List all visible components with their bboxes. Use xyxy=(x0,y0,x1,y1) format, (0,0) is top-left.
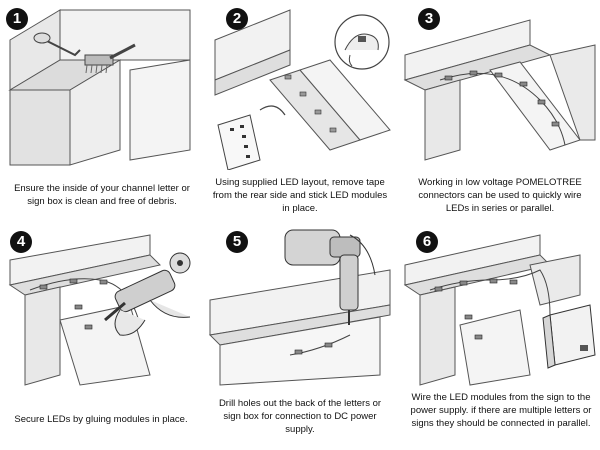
step-3-number: 3 xyxy=(418,8,440,30)
step-5-number: 5 xyxy=(226,231,248,253)
step-4-panel: 4 Secure LEDs by gluing modules in place… xyxy=(0,225,200,450)
step-5-caption: Drill holes out the back of the letters … xyxy=(218,398,382,435)
brush-icon xyxy=(84,43,136,74)
step-5-panel: 5 Drill holes out the back of the letter… xyxy=(200,225,400,450)
glue-gun-icon xyxy=(104,252,191,336)
step-1-caption: Ensure the inside of your channel letter… xyxy=(14,183,190,207)
step-2-illustration xyxy=(214,9,391,170)
step-6-caption: Wire the LED modules from the sign to th… xyxy=(410,392,592,429)
step-4-number: 4 xyxy=(10,231,32,253)
step-2-number: 2 xyxy=(226,8,248,30)
step-6-illustration xyxy=(403,234,596,386)
step-3-illustration xyxy=(403,19,596,161)
step-2-caption: Using supplied LED layout, remove tape f… xyxy=(212,177,388,214)
drill-icon xyxy=(284,229,376,325)
hand-peeling-inset-icon xyxy=(334,14,390,70)
step-4-caption: Secure LEDs by gluing modules in place. xyxy=(14,414,188,425)
power-supply-icon xyxy=(542,304,596,369)
led-layout-sheet-icon xyxy=(217,114,261,170)
step-6-panel: 6 Wire the LED modules from the sign to … xyxy=(400,225,600,450)
step-1-number: 1 xyxy=(6,8,28,30)
step-1-panel: 1 Ensure the inside of your channel lett… xyxy=(0,0,200,225)
step-5-illustration xyxy=(208,229,391,386)
step-1-illustration xyxy=(8,9,191,166)
step-3-caption: Working in low voltage POMELOTREE connec… xyxy=(418,177,582,214)
step-2-panel: 2 Using supplied LED layout, remove tape… xyxy=(200,0,400,225)
step-3-panel: 3 Working in low voltage POMELOTREE conn… xyxy=(400,0,600,225)
step-4-illustration xyxy=(8,234,191,386)
step-6-number: 6 xyxy=(416,231,438,253)
